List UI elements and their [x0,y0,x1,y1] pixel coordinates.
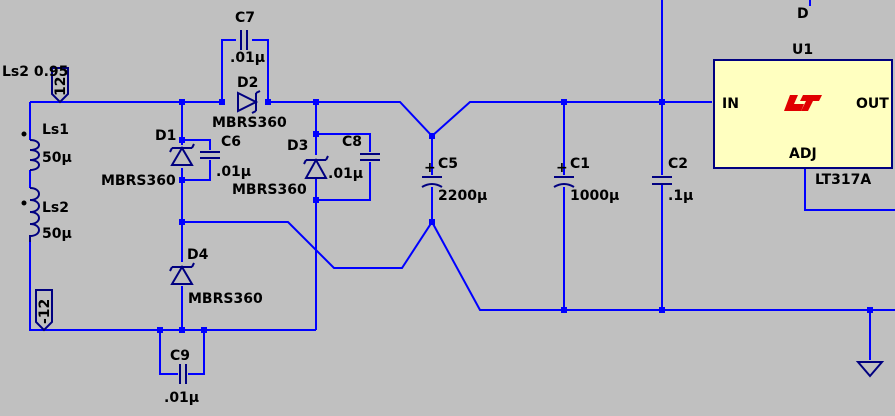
u1-pin-out: OUT [856,96,889,112]
net-label-d: D [797,6,809,22]
u1-pin-in: IN [722,96,739,112]
d2-label: D2 [237,75,258,91]
c2-label: C2 [668,156,688,172]
d1-model: MBRS360 [101,173,176,189]
u1-pin-adj: ADJ [789,146,817,162]
c8-value: .01µ [328,166,363,182]
c9-label: C9 [170,348,190,364]
capacitor-c8: C8 .01µ [328,134,380,182]
diode-d3: D3 MBRS360 [232,138,329,198]
c1-value: 1000µ [570,188,619,204]
inductor-ls2: Ls2 50µ [21,187,72,242]
regulator-u1: U1 IN OUT ADJ LT317A [713,42,893,188]
u1-model: LT317A [815,172,871,188]
ls1-label: Ls1 [42,122,69,138]
d1-label: D1 [155,128,176,144]
capacitor-c7: C7 .01µ [230,10,265,66]
junction-nodes [157,99,873,333]
c5-value: 2200µ [438,188,487,204]
c7-label: C7 [235,10,255,26]
c1-label: C1 [570,156,590,172]
capacitor-c9: C9 .01µ [164,348,199,406]
diode-d1: D1 MBRS360 [101,128,195,189]
c8-label: C8 [342,134,362,150]
coupling-label: Ls2 0.95 [2,64,68,80]
c7-value: .01µ [230,50,265,66]
ls1-value: 50µ [42,150,72,166]
c2-value: .1µ [668,188,693,204]
d3-label: D3 [287,138,308,154]
d4-label: D4 [187,247,209,263]
c1-polarity: + [556,160,568,176]
ls2-value: 50µ [42,226,72,242]
c9-value: .01µ [164,390,199,406]
capacitor-c6: C6 .01µ [200,134,251,180]
u1-label: U1 [792,42,813,58]
capacitor-c1: + C1 1000µ [553,156,619,204]
lt-logo-icon [784,95,822,111]
capacitor-c2: C2 .1µ [652,156,693,204]
ground-icon [855,361,885,378]
d2-model: MBRS360 [212,115,287,131]
net-flag-neg: -12 [35,289,53,332]
diode-d4: D4 MBRS360 [169,247,263,307]
net-label-neg: -12 [37,299,53,324]
capacitor-c5: + C5 2200µ [421,156,487,204]
inductor-ls1: Ls1 50µ [21,122,72,171]
wires [29,0,895,375]
c5-polarity: + [424,160,436,176]
d3-model: MBRS360 [232,182,307,198]
d4-model: MBRS360 [188,291,263,307]
net-flag-pos: 12 [51,67,69,104]
c6-value: .01µ [216,164,251,180]
ls2-label: Ls2 [42,200,69,216]
diode-d2: D2 MBRS360 [212,75,287,131]
c5-label: C5 [438,156,458,172]
c6-label: C6 [221,134,241,150]
net-label-pos: 12 [53,77,69,96]
